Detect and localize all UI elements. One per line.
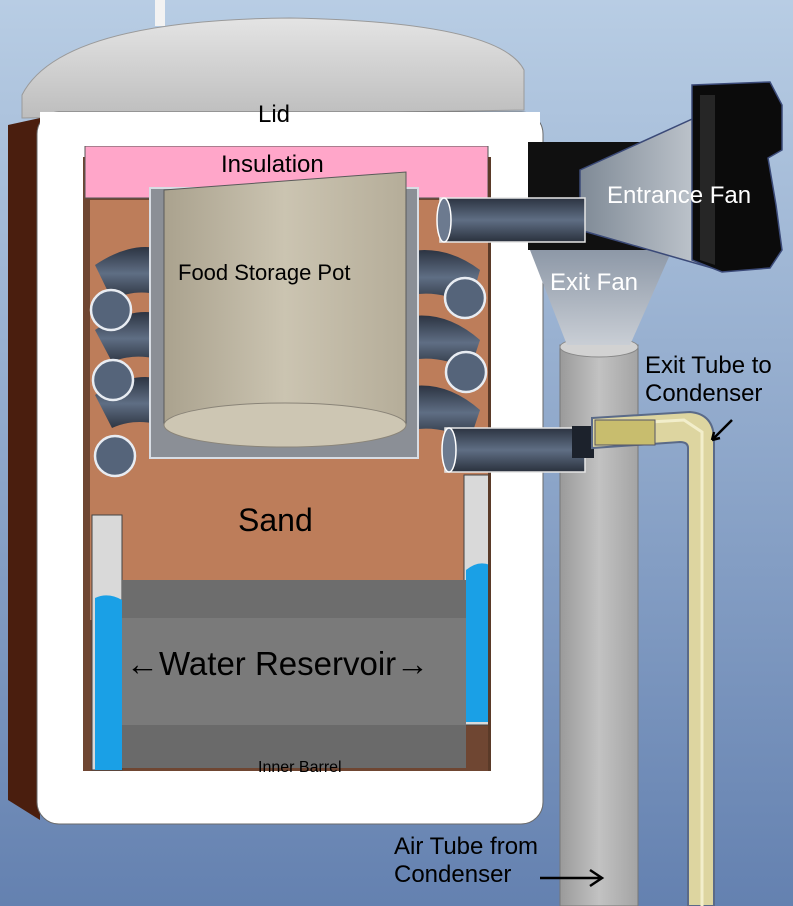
exit-tube-label-line1: Exit Tube to xyxy=(645,352,772,379)
reservoir-top-band xyxy=(122,580,466,618)
lid-label: Lid xyxy=(258,101,291,128)
lid-rod xyxy=(155,0,165,26)
barrel-outer-shell xyxy=(8,118,40,820)
condenser-tube-inlet xyxy=(594,419,656,446)
entrance-hose xyxy=(436,197,586,243)
sand-label: Sand xyxy=(238,502,313,538)
domed-lid xyxy=(21,17,525,119)
food-storage-pot-label: Food Storage Pot xyxy=(178,260,351,285)
insulation-label: Insulation xyxy=(221,151,324,178)
exit-tube-label: Exit Tube to Condenser xyxy=(645,352,772,408)
water-reservoir-label: ←Water Reservoir→ xyxy=(126,645,430,682)
air-tube-arrow xyxy=(540,868,605,888)
air-tube-label-line1: Air Tube from xyxy=(394,833,539,860)
entrance-fan-grill xyxy=(700,95,715,265)
air-tube-label-line2: Condenser xyxy=(394,861,512,889)
exit-hose xyxy=(441,426,594,473)
entrance-hose-body xyxy=(439,197,586,243)
lid-band xyxy=(40,112,540,146)
entrance-fan-label: Entrance Fan xyxy=(607,182,752,209)
reservoir-lower xyxy=(122,725,466,768)
water-right xyxy=(466,563,490,722)
air-tube-label: Air Tube from Condenser xyxy=(394,833,538,889)
exit-hose-collar xyxy=(572,426,594,458)
water-left xyxy=(95,595,122,770)
exit-fan-label: Exit Fan xyxy=(550,269,639,296)
coil-cross-section xyxy=(89,288,133,332)
coil-cross-section xyxy=(91,358,135,402)
coil-cross-section xyxy=(93,434,137,478)
exit-hose-body xyxy=(444,427,586,473)
food-storage-pot xyxy=(149,171,419,459)
inner-barrel-label: Inner Barrel xyxy=(258,759,342,776)
coil-cross-section xyxy=(443,276,487,320)
coil-cross-section xyxy=(444,350,488,394)
exit-tube-to-condenser xyxy=(591,410,715,906)
exit-tube-arrow xyxy=(710,419,733,442)
pot-bottom xyxy=(163,402,407,448)
exit-fan-cone xyxy=(530,250,672,345)
entrance-fan xyxy=(528,81,783,273)
entrance-hose-end xyxy=(436,197,452,243)
exit-tube-label-line2: Condenser xyxy=(645,380,763,408)
exit-hose-end xyxy=(441,427,457,473)
